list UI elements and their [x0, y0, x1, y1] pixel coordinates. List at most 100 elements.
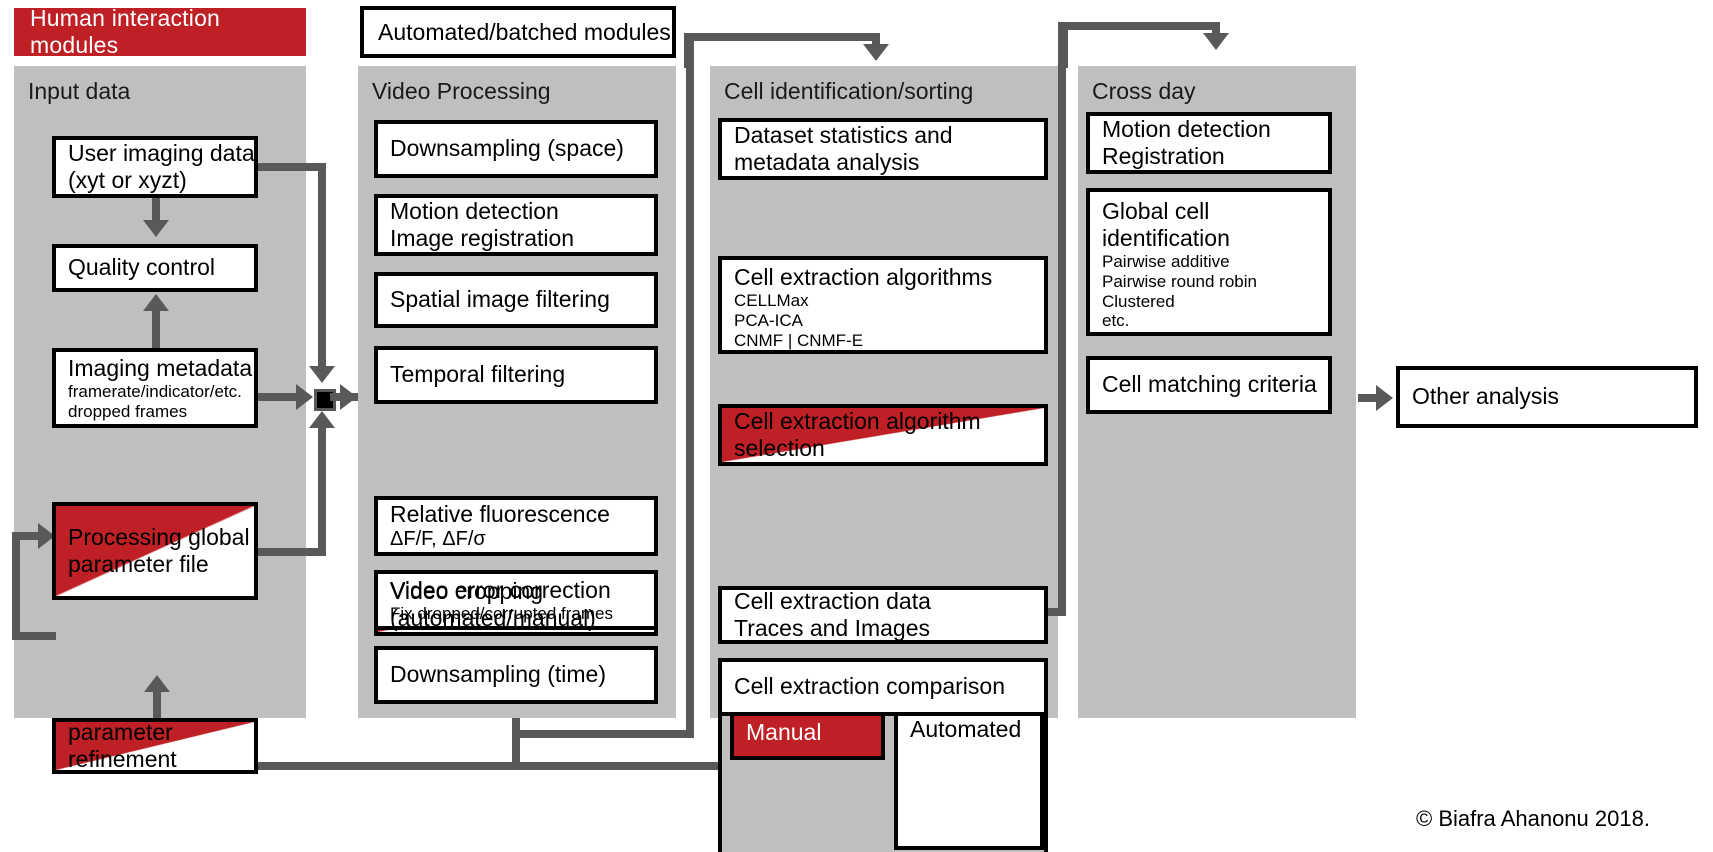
arrow-metadata-to-junction	[296, 384, 313, 410]
box-line-1: Spatial image filtering	[390, 286, 610, 313]
arrow-metadata-to-quality-control	[143, 294, 169, 311]
box-line-2: identification	[1102, 225, 1230, 252]
box-line-1: Downsampling (time)	[390, 661, 607, 688]
box-line-2: (xyt or xyzt)	[68, 167, 187, 193]
box-cell-extraction-algorithm-selection[interactable]: Cell extraction algorithm selection	[718, 404, 1048, 466]
box-global-cell-identification[interactable]: Global cell identification Pairwise addi…	[1086, 188, 1332, 336]
box-line-1: Processing global	[68, 523, 250, 550]
box-video-error-correction[interactable]: Video error correction Fix dropped/corru…	[374, 570, 658, 630]
legend-human-interaction: Human interaction modules	[14, 5, 306, 58]
box-other-analysis[interactable]: Other analysis	[1396, 366, 1698, 428]
arrow-into-cross-day	[1203, 33, 1229, 50]
box-line-1: Motion detection	[1102, 115, 1271, 142]
panel-title-cell-identification: Cell identification/sorting	[724, 78, 974, 104]
arrow-userdata-to-quality-control	[143, 220, 169, 237]
connector-celldata-to-crossday-h	[1046, 608, 1064, 616]
arrow-paramfile-to-junction	[309, 411, 335, 428]
box-line-1: Automated	[910, 716, 1022, 742]
connector-paramfile-out-h	[258, 548, 326, 556]
box-quality-control[interactable]: Quality control	[52, 244, 258, 292]
box-cell-extraction-data[interactable]: Cell extraction data Traces and Images	[718, 586, 1048, 644]
box-sub-2: Pairwise round robin	[1102, 271, 1257, 291]
box-downsampling-time[interactable]: Downsampling (time)	[374, 646, 658, 704]
box-line-2: Traces and Images	[734, 615, 931, 641]
box-downsampling-space[interactable]: Downsampling (space)	[374, 120, 658, 178]
arrow-crossday-to-other-analysis	[1376, 385, 1393, 411]
box-line-1: Other analysis	[1412, 383, 1560, 410]
box-sub-4: etc.	[1102, 311, 1130, 331]
box-processing-global-parameter-file[interactable]: Processing global parameter file	[52, 502, 258, 600]
box-line-2: Registration	[1102, 143, 1225, 169]
connector-vp-feedback-h	[512, 730, 694, 738]
connector-userdata-out-v	[318, 163, 326, 367]
box-line-1: Manual	[746, 719, 822, 746]
connector-vp-feedback-v2	[686, 33, 694, 738]
box-automated[interactable]: Automated	[894, 706, 1044, 850]
connector-crossday-to-other-h	[1358, 394, 1384, 402]
connector-vp-to-cell-v2	[872, 33, 880, 45]
box-imaging-metadata[interactable]: Imaging metadata framerate/indicator/etc…	[52, 348, 258, 428]
box-motion-detection-registration[interactable]: Motion detection Registration	[1086, 112, 1332, 174]
box-cell-matching-criteria[interactable]: Cell matching criteria	[1086, 356, 1332, 414]
panel-title-input-data: Input data	[28, 78, 131, 104]
box-line-2: parameter file	[68, 551, 209, 577]
connector-feedback-left-h-top	[12, 532, 48, 540]
box-line-1: Cell matching criteria	[1102, 371, 1317, 398]
box-line-1: Motion detection	[390, 197, 559, 224]
box-line-2: refinement	[68, 746, 177, 772]
box-line-1: Imaging metadata	[68, 354, 253, 381]
connector-vp-to-cell-h1	[684, 33, 880, 41]
connector-vp-feedback-v	[512, 718, 520, 762]
box-line-1: Video cropping	[390, 577, 544, 604]
arrow-junction-to-video-processing	[340, 384, 357, 410]
box-line-1: Dataset statistics and	[734, 121, 953, 148]
box-spatial-image-filtering[interactable]: Spatial image filtering	[374, 272, 658, 328]
box-cell-extraction-comparison[interactable]: Cell extraction comparison	[718, 658, 1048, 716]
box-sub-3: CNMF | CNMF-E	[734, 330, 864, 350]
panel-title-cross-day: Cross day	[1092, 78, 1196, 104]
box-dataset-statistics[interactable]: Dataset statistics and metadata analysis	[718, 118, 1048, 180]
box-sub-2: dropped frames	[68, 401, 188, 421]
connector-metadata-to-qc	[152, 311, 160, 349]
arrow-userdata-to-junction	[309, 366, 335, 383]
box-sub-3: Clustered	[1102, 291, 1175, 311]
connector-userdata-to-qc	[152, 198, 160, 222]
connector-feedback-bottom-h	[153, 762, 901, 770]
box-line-1: Video error correction	[390, 576, 611, 603]
box-line-1: parameter	[68, 718, 173, 745]
arrow-feedback-into-paramfile	[38, 523, 55, 549]
box-line-1: Downsampling (space)	[390, 135, 624, 162]
arrow-into-cell-identification	[863, 44, 889, 61]
box-line-1: Quality control	[68, 254, 216, 281]
box-cell-extraction-algorithms[interactable]: Cell extraction algorithms CELLMax PCA-I…	[718, 256, 1048, 354]
box-sub-4: EXTRACT | ROI	[734, 350, 1034, 354]
connector-userdata-out-h	[258, 163, 326, 171]
box-line-1: Temporal filtering	[390, 361, 566, 388]
box-parameter-refinement[interactable]: parameter refinement	[52, 718, 258, 774]
box-line-2: metadata analysis	[734, 149, 920, 175]
connector-celldata-to-crossday-v	[1058, 22, 1066, 616]
connector-cell-to-crossday-v2	[1212, 22, 1220, 34]
box-temporal-filtering[interactable]: Temporal filtering	[374, 346, 658, 404]
copyright-credit: © Biafra Ahanonu 2018.	[1416, 806, 1650, 831]
box-video-cropping[interactable]: Video cropping (automated/manual)	[374, 574, 658, 636]
box-line-2: (automated/manual)	[390, 605, 596, 631]
box-line-1: User imaging data	[68, 139, 255, 166]
box-line-2: Image registration	[390, 225, 575, 251]
connector-cell-to-crossday-h1	[1060, 22, 1220, 30]
box-line-1: Cell extraction algorithms	[734, 264, 993, 290]
box-line-1: Cell extraction comparison	[734, 673, 1006, 700]
box-relative-fluorescence[interactable]: Relative fluorescence ΔF/F, ΔF/σ	[374, 496, 658, 556]
box-line-1: Relative fluorescence	[390, 500, 610, 527]
box-line-1: Cell extraction data	[734, 587, 931, 614]
legend-automated-label: Automated/batched modules	[378, 18, 671, 45]
connector-paramfile-out-v	[318, 427, 326, 553]
connector-feedback-left-h-bottom	[12, 632, 56, 640]
box-user-imaging-data[interactable]: User imaging data (xyt or xyzt)	[52, 136, 258, 198]
box-line-2: selection	[734, 435, 825, 461]
box-line-1: Global cell	[1102, 198, 1210, 224]
box-line-1: Cell extraction algorithm	[734, 407, 981, 434]
box-motion-detection-image-registration[interactable]: Motion detection Image registration	[374, 194, 658, 256]
box-sub-1: Pairwise additive	[1102, 252, 1230, 272]
